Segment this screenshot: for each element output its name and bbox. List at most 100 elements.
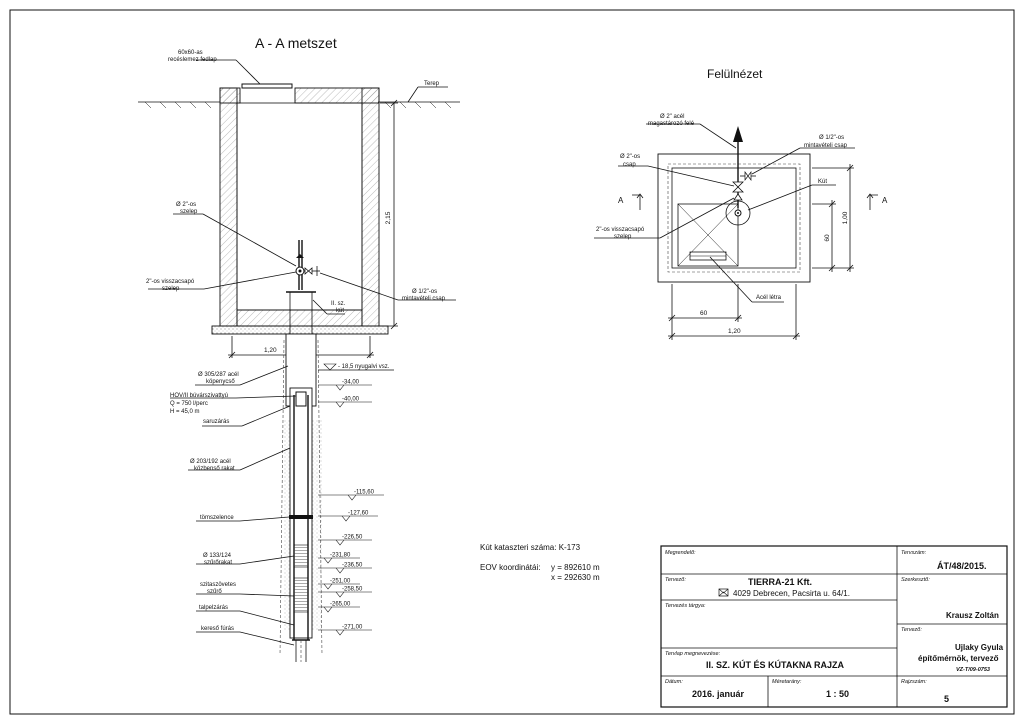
editor-name: Krausz Zoltán [946,611,999,620]
plan-title: Felülnézet [707,67,763,81]
drawing-label: Tervlap megnevezése: [665,651,721,657]
scale-value: 1 : 50 [826,689,849,699]
section-view: A - A metszet 60x60-as recéslemez fedlap [138,35,460,359]
screen-label-2: szűrőrakat [204,560,232,566]
screen-label-1: Ø 133/124 [203,553,232,559]
sheet-label: Rajzszám: [901,679,927,685]
subject-label: Tervezés tárgya: [665,603,706,609]
pump-label-3: H = 45,0 m [170,409,200,415]
well-column: Ø 305/287 acél köpenycső HOV/II búvárszi… [170,333,394,662]
shaft-slab-top-left [219,87,241,104]
date-label: Dátum: [665,679,683,685]
plan-check-label-2: szelep [614,234,632,240]
depth-markers: -34,00-40,00-115,60-127,60-226,50-231,80… [318,380,384,636]
check-valve-label-2: szelep [162,286,180,292]
designer2-reg: VZ-T/09-0753 [956,667,990,673]
gravel-label-1: szitaszövetes [200,582,236,588]
plan-tap-label-2: csap [623,162,636,168]
ground-hatch [144,101,452,109]
depth-tick [335,539,345,546]
shaft-wall [220,88,362,310]
company-name: TIERRA-21 Kft. [748,577,812,587]
plan-dim-outer-value: 1,20 [728,328,741,335]
plan-riser-label-1: Ø 2" acél [660,114,684,120]
depth-tick [335,401,345,408]
well-label-1: II. sz. [331,301,346,307]
screen-section-1 [293,544,309,568]
water-level-label: - 18,5 nyugalvi vsz. [338,364,390,370]
designer2-name: Ujlaky Gyula [955,643,1004,652]
depth-label: -115,60 [354,490,375,496]
planno-value: ÁT/48/2015. [937,561,987,571]
plan-sample-tap [744,170,752,182]
cover-plate [241,83,293,89]
water-level-symbol [323,363,337,371]
depth-tick [335,567,345,574]
cover-label-2: recéslemez fedlap [168,57,217,63]
cover-label-1: 60x60-as [178,50,203,56]
plan-dim-v-outer-value: 1,00 [842,211,849,224]
depth-tick [335,591,345,598]
plan-sample-label-2: mintavételi csap [804,143,848,149]
boring-label: kereső fúrás [201,626,234,632]
plan-dim-inner-value: 60 [700,310,708,317]
plan-ladder-label: Acél létra [756,295,782,301]
valve-label-1: Ø 2"-os [176,202,196,208]
scale-label: Méretarány: [772,679,802,685]
depth-label: -251,00 [330,579,351,585]
eov-x: x = 292630 m [551,573,600,582]
gravel-label-2: szűrő [207,589,222,595]
cadastral-number: Kút kataszteri száma: K-173 [480,543,581,552]
shaft-slab-top-right [294,87,380,104]
plan-tap-label-1: Ø 2"-os [620,154,640,160]
section-title: A - A metszet [255,35,337,51]
plan-sample-label-1: Ø 1/2"-os [819,135,844,141]
sample-tap-label-1: Ø 1/2"-os [412,289,437,295]
depth-label: -40,00 [342,397,360,403]
plan-outer-wall [657,153,811,283]
sheet-border [9,9,1015,715]
section-mark-left: A [618,196,624,205]
seal-label: tömszelence [200,515,234,521]
depth-label: -231,80 [330,553,351,559]
screen-section-2 [293,577,309,613]
width-value: 1,20 [264,347,277,354]
plan-inner-wall [671,167,797,269]
plan-cover [677,203,739,267]
depth-label: -258,50 [342,587,363,593]
depth-tick [335,384,345,391]
depth-tick [347,494,357,501]
depth-label: -265,00 [330,602,351,608]
well-label-2: kút [336,308,344,314]
check-valve-label-1: 2"-os visszacsapó [146,279,195,285]
valve-label-2: szelep [180,209,198,215]
date-value: 2016. január [692,689,745,699]
intermediate-casing [289,387,313,639]
plan-check-label-1: 2"-os visszacsapó [596,227,645,233]
shoe-label: saruzárás [203,419,229,425]
depth-label: -34,00 [342,380,360,386]
designer-label: Tervező: [665,577,686,583]
section-mark-right: A [882,196,888,205]
terrain-label: Terep [424,81,440,87]
depth-label: -236,50 [342,563,363,569]
client-label: Megrendelő: [665,550,696,556]
plan-well-label: Kút [818,179,827,185]
drawing-name: II. SZ. KÚT ÉS KÚTAKNA RAJZA [706,659,845,670]
casing-label-2: köpenycső [206,379,235,385]
plan-valve-symbol [732,181,744,193]
depth-label: -271,00 [342,625,363,631]
designer2-label: Tervező: [901,627,922,633]
designer2-title: építőmérnök, tervező [918,654,999,663]
packer [289,515,313,519]
casing-label-1: Ø 305/287 acél [198,372,239,378]
depth-tick [335,629,345,636]
shaft-foundation [211,325,389,335]
plan-riser-label-2: magastározó felé [648,121,695,127]
bottom-seal-label: talpelzárás [199,605,228,611]
envelope-icon [718,588,729,597]
shaft-wall-left [219,87,238,327]
intermediate-label-2: közbenső rakat [194,466,235,472]
pump-body [295,391,307,407]
